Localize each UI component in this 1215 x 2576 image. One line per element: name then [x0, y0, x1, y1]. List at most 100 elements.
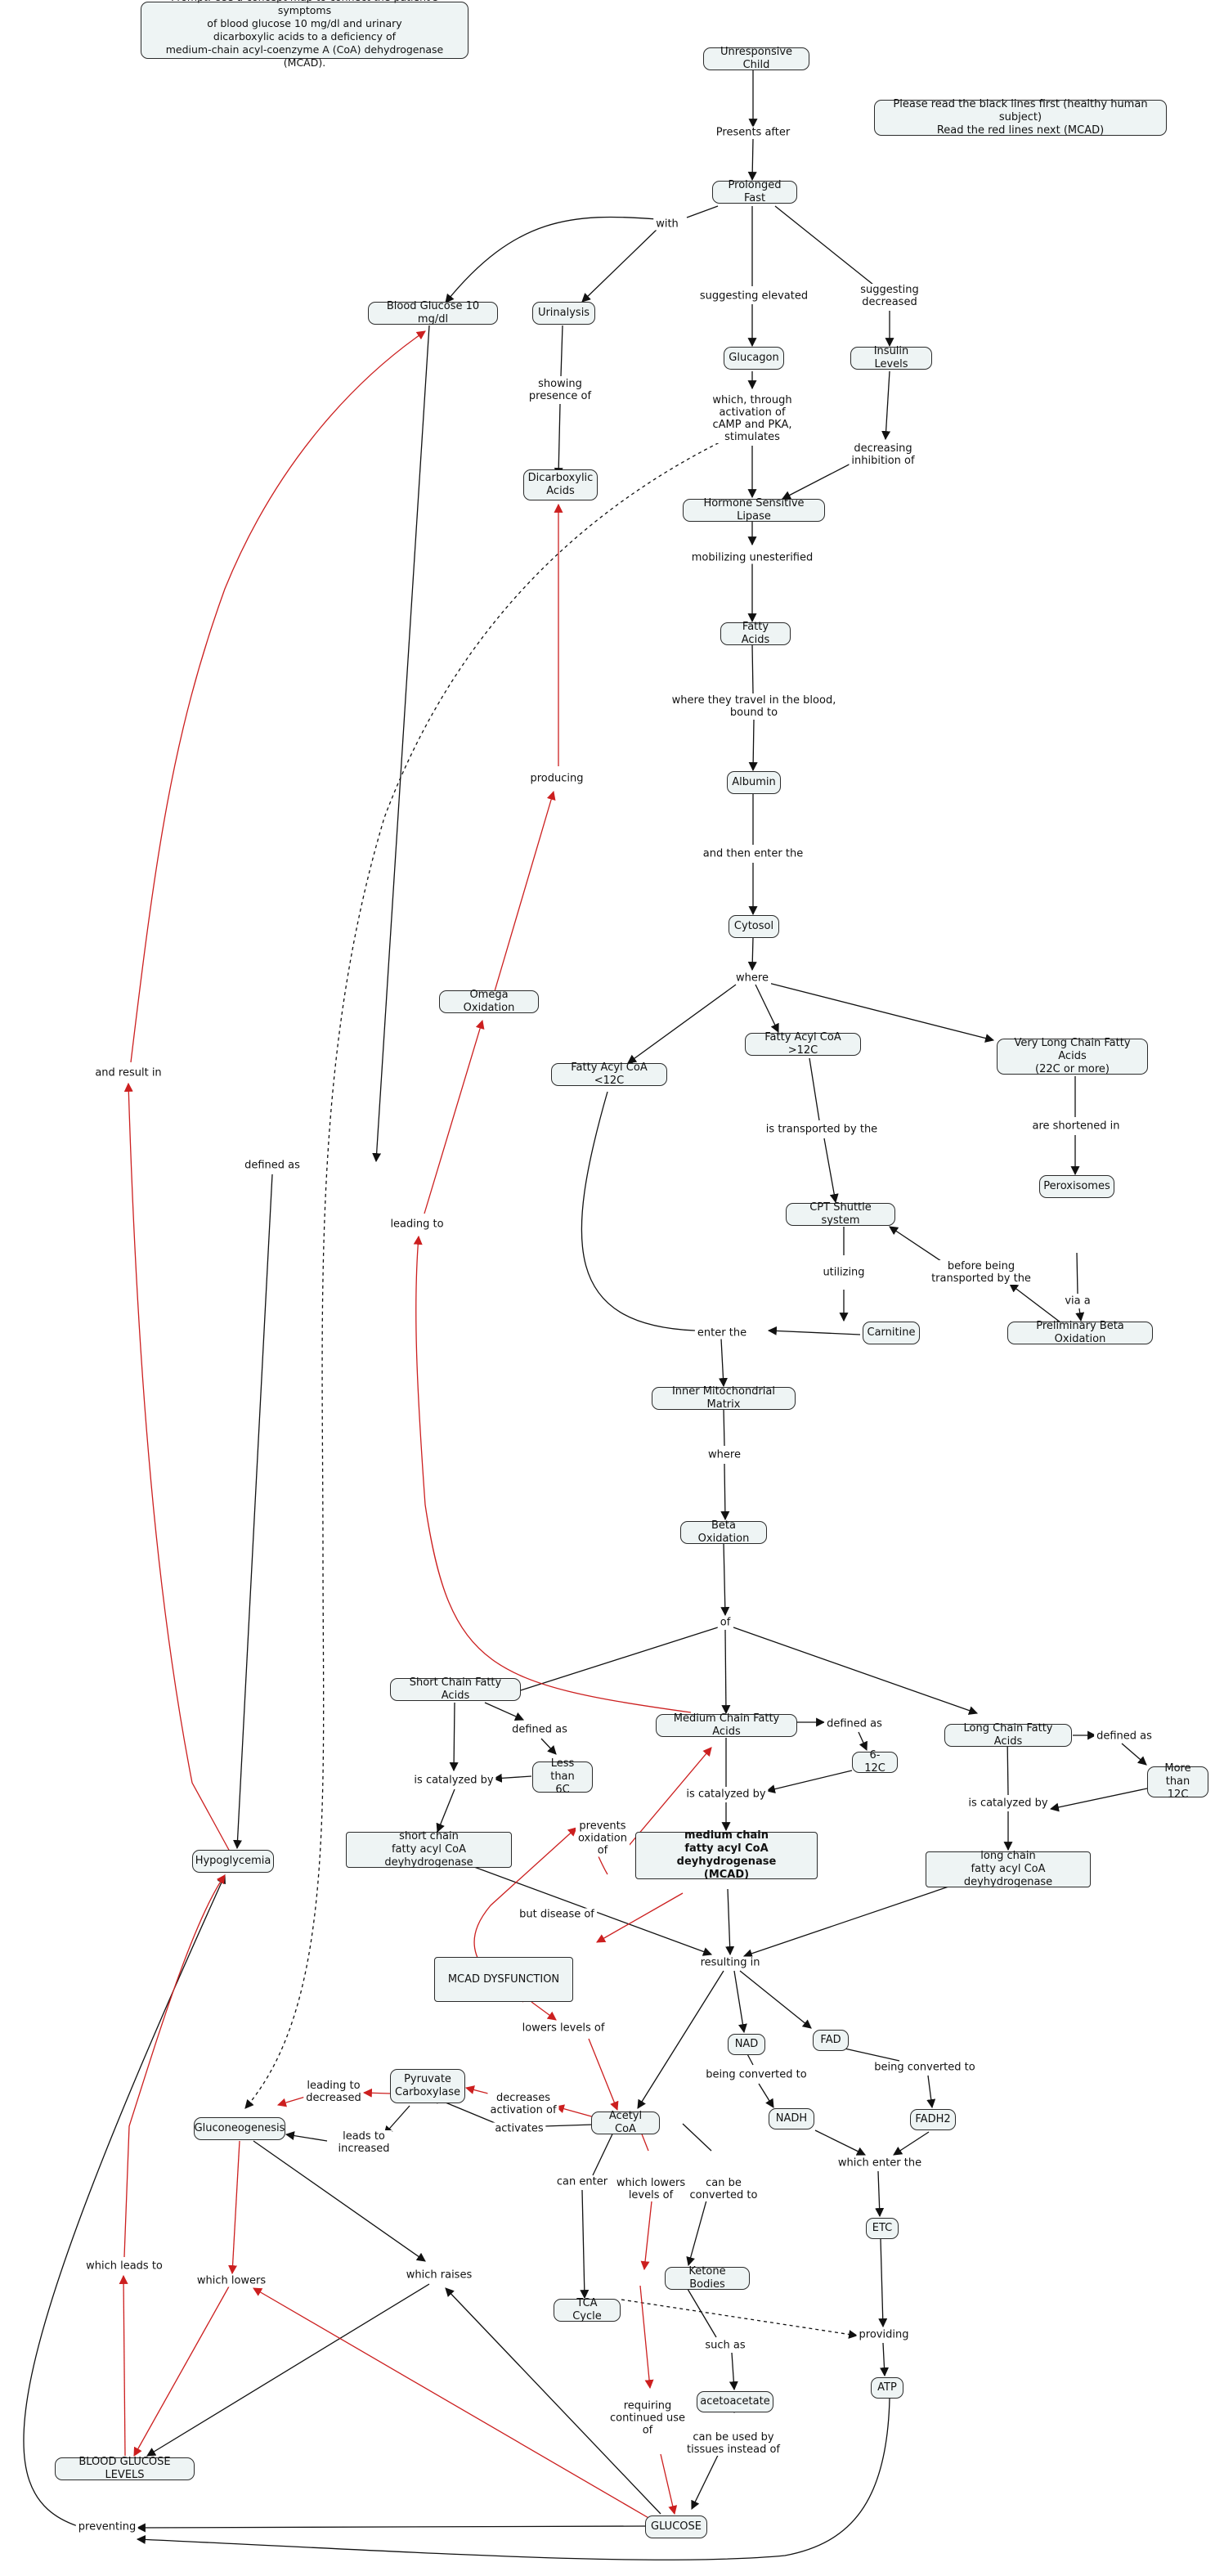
link-which-leads-to: which leads to — [83, 2260, 165, 2273]
concept-blood-glucose-levels[interactable]: BLOOD GLUCOSE LEVELS — [55, 2456, 195, 2481]
concept-nadh[interactable]: NADH — [769, 2108, 814, 2129]
concept-insulin-levels[interactable]: Insulin Levels — [850, 345, 932, 370]
concept-atp[interactable]: ATP — [871, 2377, 903, 2399]
link-enter-the-cytosol: and then enter the — [700, 847, 806, 860]
link-can-be-converted: can be converted to — [687, 2177, 760, 2201]
concept-etc[interactable]: ETC — [866, 2218, 899, 2239]
link-converted-nadh: being converted to — [703, 2068, 809, 2081]
concept-prolonged-fast[interactable]: Prolonged Fast — [712, 179, 797, 204]
link-and-result-in: and result in — [92, 1066, 164, 1079]
link-suggesting-decreased: suggesting decreased — [858, 284, 921, 308]
link-with: with — [653, 218, 681, 231]
concept-very-long-chain-fatty-acids[interactable]: Very Long Chain Fatty Acids (22C or more… — [997, 1037, 1148, 1075]
dashed-edges — [244, 439, 859, 2339]
link-which-raises: which raises — [403, 2269, 475, 2282]
link-can-enter: can enter — [554, 2175, 611, 2188]
concept-short-chain-dehydrogenase[interactable]: short chain fatty acyl CoA deyhydrogenas… — [346, 1830, 512, 1869]
link-shortened-in: are shortened in — [1029, 1120, 1123, 1133]
concept-acetoacetate[interactable]: acetoacetate — [697, 2391, 773, 2412]
link-activates: activates — [492, 2122, 546, 2135]
concept-6-12c[interactable]: 6-12C — [852, 1749, 898, 1775]
concept-tca-cycle[interactable]: TCA Cycle — [554, 2297, 621, 2322]
link-via-a: via a — [1062, 1295, 1093, 1308]
link-decreasing-inhibition: decreasing inhibition of — [849, 442, 917, 467]
link-enter-the-matrix: enter the — [694, 1326, 750, 1340]
link-lowers-levels: lowers levels of — [519, 2022, 608, 2035]
concept-fadh2[interactable]: FADH2 — [910, 2109, 956, 2130]
concept-preliminary-beta-oxidation[interactable]: Preliminary Beta Oxidation — [1007, 1320, 1153, 1345]
concept-urinalysis[interactable]: Urinalysis — [532, 302, 595, 325]
concept-fatty-acyl-coa-gt12[interactable]: Fatty Acyl CoA >12C — [745, 1031, 861, 1057]
concept-beta-oxidation[interactable]: Beta Oxidation — [680, 1519, 767, 1545]
concept-fatty-acids[interactable]: Fatty Acids — [720, 621, 791, 646]
concept-ketone-bodies[interactable]: Ketone Bodies — [665, 2265, 750, 2291]
concept-fatty-acyl-coa-lt12[interactable]: Fatty Acyl CoA <12C — [551, 1061, 667, 1087]
healthy-edges — [23, 70, 1148, 2560]
link-which-enter: which enter the — [835, 2156, 925, 2170]
concept-peroxisomes[interactable]: Peroxisomes — [1039, 1175, 1114, 1198]
link-converted-fadh2: being converted to — [872, 2061, 978, 2074]
concept-long-chain-fatty-acids[interactable]: Long Chain Fatty Acids — [944, 1722, 1072, 1748]
link-leading-decreased: leading to decreased — [303, 2080, 364, 2104]
concept-fad[interactable]: FAD — [813, 2030, 849, 2051]
concept-albumin[interactable]: Albumin — [727, 771, 781, 794]
concept-cpt-shuttle-system[interactable]: CPT Shuttle system — [786, 1201, 895, 1227]
link-catalyzed-medium: is catalyzed by — [684, 1788, 769, 1801]
concept-carnitine[interactable]: Carnitine — [863, 1322, 920, 1344]
link-requiring-continued: requiring continued use of — [608, 2399, 688, 2437]
concept-pyruvate-carboxylase[interactable]: Pyruvate Carboxylase — [390, 2069, 465, 2103]
prompt-box: Prompt: Use a concept map to connect the… — [141, 0, 469, 69]
link-before-being: before being transported by the — [929, 1260, 1033, 1285]
link-producing: producing — [527, 772, 586, 785]
concept-less-than-6c[interactable]: Less than 6C — [532, 1757, 593, 1796]
link-which-lowers-levels: which lowers levels of — [613, 2177, 688, 2201]
link-catalyzed-short: is catalyzed by — [411, 1774, 496, 1787]
concept-mcad[interactable]: medium chain fatty acyl CoA deyhydrogena… — [635, 1829, 818, 1881]
link-can-be-used: can be used by tissues instead of — [684, 2431, 782, 2456]
link-decreases-activation: decreases activation of — [487, 2092, 559, 2116]
concept-cytosol[interactable]: Cytosol — [729, 915, 779, 938]
concept-medium-chain-fatty-acids[interactable]: Medium Chain Fatty Acids — [656, 1712, 797, 1738]
concept-glucose[interactable]: GLUCOSE — [645, 2515, 707, 2538]
concept-dicarboxylic-acids[interactable]: Dicarboxylic Acids — [523, 469, 598, 500]
link-such-as: such as — [702, 2339, 748, 2352]
concept-acetyl-coa[interactable]: Acetyl CoA — [591, 2110, 660, 2135]
concept-nad[interactable]: NAD — [728, 2034, 765, 2055]
link-leading-to-omega: leading to — [388, 1218, 446, 1231]
link-mobilizing: mobilizing unesterified — [688, 551, 816, 564]
concept-unresponsive-child[interactable]: Unresponsive Child — [703, 46, 809, 71]
link-prevents-oxidation: prevents oxidation of — [576, 1820, 630, 1857]
link-where-matrix: where — [706, 1448, 743, 1461]
concept-more-than-12c[interactable]: More than 12C — [1147, 1762, 1208, 1801]
concept-omega-oxidation[interactable]: Omega Oxidation — [439, 989, 539, 1014]
link-leads-increased: leads to increased — [335, 2130, 392, 2155]
concept-short-chain-fatty-acids[interactable]: Short Chain Fatty Acids — [390, 1676, 521, 1702]
link-catalyzed-long: is catalyzed by — [966, 1797, 1051, 1810]
link-defined-as-long: defined as — [1094, 1730, 1154, 1743]
link-suggesting-elevated: suggesting elevated — [697, 289, 811, 303]
concept-blood-glucose[interactable]: Blood Glucose 10 mg/dl — [368, 300, 498, 325]
link-showing-presence: showing presence of — [526, 378, 594, 402]
link-utilizing: utilizing — [820, 1266, 868, 1279]
concept-hypoglycemia[interactable]: Hypoglycemia — [192, 1850, 274, 1873]
mcad-edges — [119, 330, 712, 2520]
link-providing: providing — [856, 2328, 912, 2341]
link-which-through: which, through activation of cAMP and PK… — [710, 394, 795, 443]
link-but-disease: but disease of — [517, 1908, 597, 1921]
link-preventing: preventing — [75, 2520, 139, 2533]
concept-mcad-dysfunction[interactable]: MCAD DYSFUNCTION — [434, 1957, 573, 2002]
concept-inner-mitochondrial-matrix[interactable]: Inner Mitochondrial Matrix — [652, 1385, 796, 1411]
link-of: of — [717, 1616, 733, 1629]
link-resulting-in: resulting in — [697, 1956, 763, 1969]
link-where-cytosol: where — [733, 972, 771, 985]
link-defined-as-short: defined as — [509, 1723, 570, 1736]
link-defined-as-medium: defined as — [824, 1717, 885, 1730]
link-transported-by: is transported by the — [763, 1123, 881, 1136]
concept-gluconeogenesis[interactable]: Gluconeogenesis — [194, 2117, 285, 2140]
concept-hormone-sensitive-lipase[interactable]: Hormone Sensitive Lipase — [683, 497, 825, 523]
link-travel-blood: where they travel in the blood, bound to — [669, 694, 839, 719]
link-presents-after: Presents after — [713, 126, 793, 139]
concept-glucagon[interactable]: Glucagon — [724, 347, 784, 370]
concept-long-chain-dehydrogenase[interactable]: long chain fatty acyl CoA deyhydrogenase — [926, 1850, 1091, 1888]
